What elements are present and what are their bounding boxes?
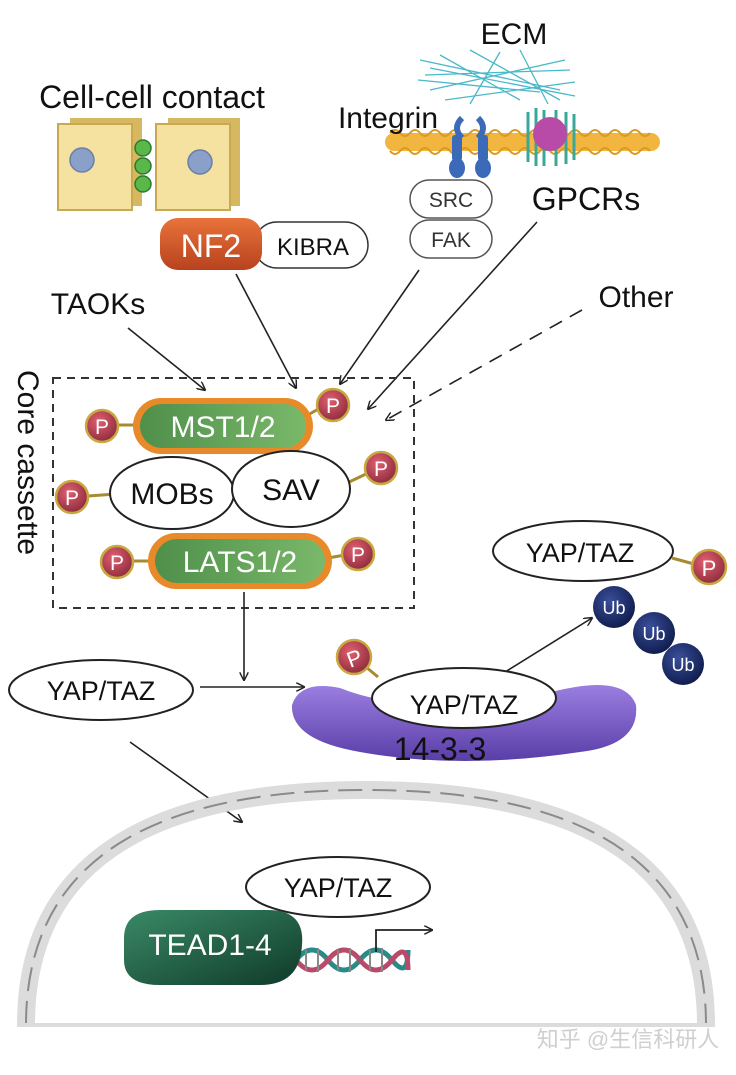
svg-text:P: P xyxy=(65,487,79,510)
ecm-fibers-icon xyxy=(417,49,576,105)
transcription-arrow xyxy=(375,930,432,952)
svg-text:P: P xyxy=(326,395,340,418)
arrow-fak-mst xyxy=(340,269,420,384)
svg-text:P: P xyxy=(110,552,124,575)
svg-text:P: P xyxy=(351,544,365,567)
fak-node: FAK xyxy=(409,219,493,259)
yaptaz-ub-node: YAP/TAZ P Ub Ub Ub xyxy=(492,520,728,685)
svg-text:P: P xyxy=(95,416,109,439)
phospho-badge: P xyxy=(335,638,373,676)
cell-contact-label: Cell-cell contact xyxy=(39,79,265,115)
lats-label: LATS1/2 xyxy=(183,546,298,579)
nf2-node: NF2 xyxy=(160,218,262,270)
ubiquitin-chain: Ub Ub Ub xyxy=(593,586,704,685)
taoks-label: TAOKs xyxy=(51,288,145,321)
svg-text:P: P xyxy=(374,458,388,481)
mobs-sav-node: MOBs SAV P P xyxy=(54,450,399,530)
protein-1433-node: YAP/TAZ 14-3-3 P xyxy=(291,638,637,767)
arrow-other-mst xyxy=(386,309,583,420)
ecm-label: ECM xyxy=(481,18,548,51)
phospho-badge: P xyxy=(690,548,728,586)
svg-text:P: P xyxy=(702,556,717,581)
yaptaz-label: YAP/TAZ xyxy=(47,676,156,706)
yaptaz-nuclear-node: YAP/TAZ xyxy=(245,856,431,918)
phospho-badge: P xyxy=(54,479,90,515)
other-label: Other xyxy=(598,281,673,314)
arrow-1433-degradation xyxy=(504,618,592,673)
integrin-label: Integrin xyxy=(338,102,438,135)
svg-text:Ub: Ub xyxy=(602,598,625,618)
cell-pair-icon xyxy=(57,118,240,211)
svg-text:Ub: Ub xyxy=(642,624,665,644)
core-cassette-label: Core cassette xyxy=(11,370,44,555)
watermark: 知乎 @生信科研人 xyxy=(537,1027,719,1052)
nucleus-envelope xyxy=(17,780,715,1027)
mobs-label: MOBs xyxy=(130,478,213,511)
mst-node: MST1/2 P P xyxy=(84,387,351,454)
core-cassette-box xyxy=(52,377,415,609)
phospho-badge: P xyxy=(84,408,120,444)
src-node: SRC xyxy=(409,179,493,219)
yaptaz-free-node: YAP/TAZ xyxy=(8,659,194,721)
phospho-badge: P xyxy=(99,544,135,580)
sav-label: SAV xyxy=(262,474,320,507)
yaptaz-label: YAP/TAZ xyxy=(284,873,393,903)
lats-node: LATS1/2 P P xyxy=(99,533,376,589)
phospho-badge: P xyxy=(340,536,376,572)
gpcr-icon xyxy=(526,108,576,166)
phospho-badge: P xyxy=(315,387,351,423)
fak-label: FAK xyxy=(431,229,471,252)
src-label: SRC xyxy=(429,189,473,212)
phospho-badge: P xyxy=(363,450,399,486)
yaptaz-label: YAP/TAZ xyxy=(526,538,635,568)
kibra-node: KIBRA xyxy=(253,221,369,269)
nf2-label: NF2 xyxy=(181,228,241,264)
tead-label: TEAD1-4 xyxy=(148,929,271,962)
mst-label: MST1/2 xyxy=(170,411,275,444)
gpcrs-label: GPCRs xyxy=(532,181,640,217)
arrow-nf2-mst xyxy=(235,273,296,388)
arrow-taoks-mst xyxy=(127,327,205,390)
yaptaz-label: YAP/TAZ xyxy=(410,690,519,720)
tead-node: TEAD1-4 xyxy=(124,910,303,985)
integrin-icon xyxy=(449,115,491,178)
protein-1433-label: 14-3-3 xyxy=(394,731,487,767)
svg-text:Ub: Ub xyxy=(671,655,694,675)
kibra-label: KIBRA xyxy=(277,234,349,261)
